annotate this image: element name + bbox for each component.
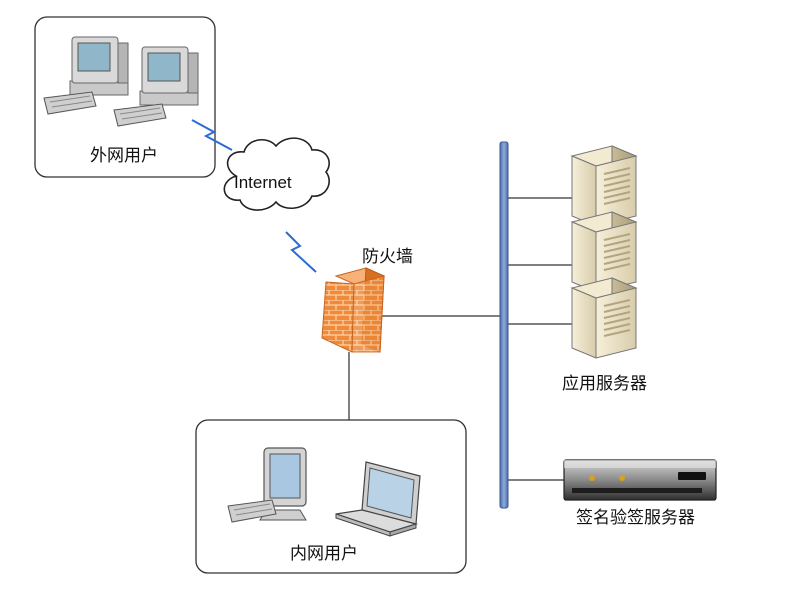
app-servers-label: 应用服务器 bbox=[562, 374, 647, 394]
firewall-label: 防火墙 bbox=[362, 247, 413, 267]
laptop-icon bbox=[335, 461, 421, 537]
internal-users-label: 内网用户 bbox=[290, 544, 358, 564]
keyboard-icon bbox=[227, 499, 277, 523]
wireless-link-icon bbox=[285, 231, 317, 273]
rack-server-icon bbox=[563, 459, 717, 501]
tower-server-icon bbox=[570, 211, 638, 293]
external-users-label: 外网用户 bbox=[90, 146, 158, 166]
connection-lines bbox=[348, 197, 572, 481]
wireless-link-icon bbox=[191, 119, 233, 151]
desktop-pc-icon bbox=[139, 46, 199, 106]
tower-server-icon bbox=[570, 277, 638, 359]
monitor-icon bbox=[259, 447, 307, 521]
firewall-icon bbox=[321, 267, 386, 353]
keyboard-icon bbox=[113, 103, 167, 127]
cloud-icon bbox=[223, 137, 330, 211]
network-bus bbox=[499, 141, 509, 509]
keyboard-icon bbox=[43, 91, 97, 115]
internet-label: Internet bbox=[234, 173, 292, 192]
tower-server-icon bbox=[570, 145, 638, 227]
desktop-pc-icon bbox=[69, 36, 129, 96]
signature-server-label: 签名验签服务器 bbox=[576, 508, 695, 528]
